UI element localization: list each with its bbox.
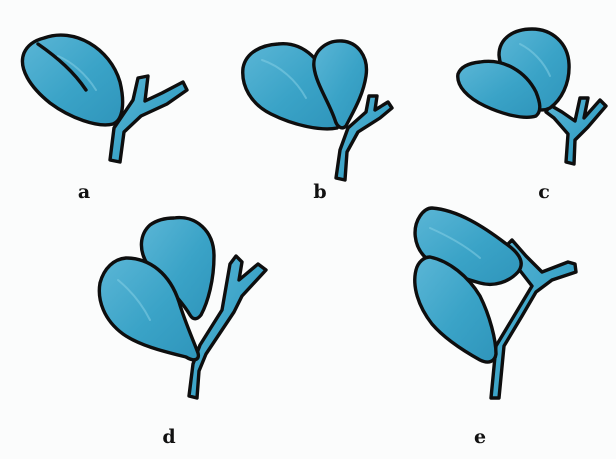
panel-b-label: b xyxy=(313,183,326,202)
panel-a-label: a xyxy=(78,183,90,202)
panel-c-label: c xyxy=(538,183,550,202)
panel-c-drawing xyxy=(458,29,606,164)
panel-a-gallbladder xyxy=(22,35,122,125)
panel-e-drawing xyxy=(415,208,576,398)
panel-a-drawing xyxy=(22,35,187,162)
panel-c-ducts xyxy=(546,98,606,164)
panel-d-drawing xyxy=(99,218,266,398)
panel-d-label: d xyxy=(162,428,175,447)
panel-e-label: e xyxy=(474,428,486,447)
